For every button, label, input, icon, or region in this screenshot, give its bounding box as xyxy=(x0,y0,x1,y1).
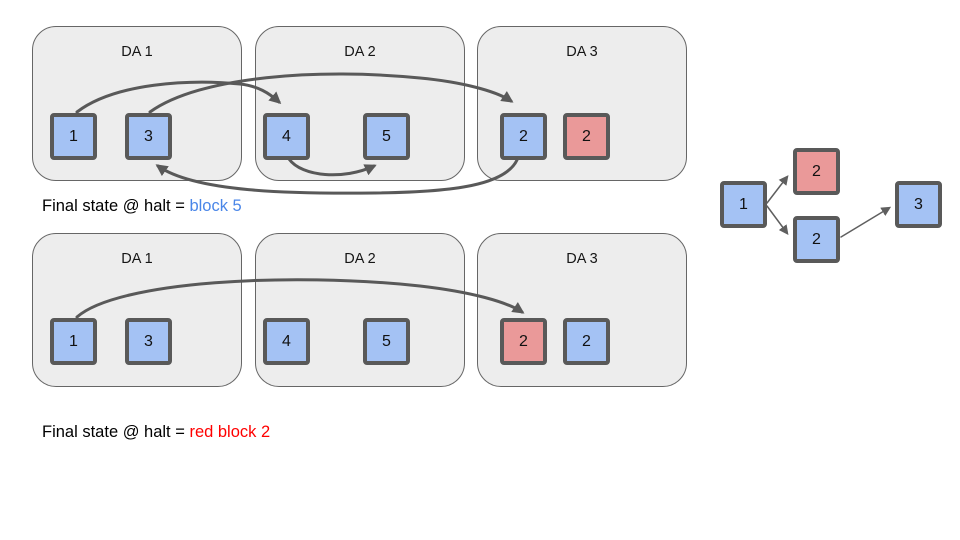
final-state-caption-row2: Final state @ halt = red block 2 xyxy=(42,423,270,442)
block-label: 3 xyxy=(914,196,923,213)
block-row2-da3-2-red: 2 xyxy=(500,318,547,365)
block-label: 2 xyxy=(812,163,821,180)
dag-node-2-blue: 2 xyxy=(793,216,840,263)
da-title: DA 3 xyxy=(566,44,598,60)
dag-node-3: 3 xyxy=(895,181,942,228)
block-label: 2 xyxy=(519,333,528,350)
block-label: 2 xyxy=(582,128,591,145)
da-title: DA 2 xyxy=(344,251,376,267)
block-label: 4 xyxy=(282,128,291,145)
block-label: 1 xyxy=(69,333,78,350)
block-label: 3 xyxy=(144,333,153,350)
block-label: 5 xyxy=(382,333,391,350)
block-label: 3 xyxy=(144,128,153,145)
block-label: 1 xyxy=(739,196,748,213)
da-title: DA 1 xyxy=(121,44,153,60)
block-row1-da2-5: 5 xyxy=(363,113,410,160)
block-row2-da1-3: 3 xyxy=(125,318,172,365)
block-label: 5 xyxy=(382,128,391,145)
block-label: 2 xyxy=(582,333,591,350)
da-title: DA 2 xyxy=(344,44,376,60)
block-row1-da2-4: 4 xyxy=(263,113,310,160)
block-label: 4 xyxy=(282,333,291,350)
block-row2-da2-4: 4 xyxy=(263,318,310,365)
caption-prefix: Final state @ halt = xyxy=(42,423,190,441)
block-row2-da2-5: 5 xyxy=(363,318,410,365)
da-title: DA 1 xyxy=(121,251,153,267)
caption-value: block 5 xyxy=(189,197,242,215)
block-row1-da1-3: 3 xyxy=(125,113,172,160)
arrow-dag-2blue-to-3 xyxy=(840,206,892,238)
final-state-caption-row1: Final state @ halt = block 5 xyxy=(42,197,242,216)
caption-prefix: Final state @ halt = xyxy=(42,197,190,215)
block-row1-da3-2-blue: 2 xyxy=(500,113,547,160)
caption-value: red block 2 xyxy=(189,423,271,441)
arrow-dag-1-to-2red xyxy=(766,175,789,204)
dag-node-1: 1 xyxy=(720,181,767,228)
block-row1-da3-2-red: 2 xyxy=(563,113,610,160)
dag-node-2-red: 2 xyxy=(793,148,840,195)
da-title: DA 3 xyxy=(566,251,598,267)
block-row2-da1-1: 1 xyxy=(50,318,97,365)
block-label: 2 xyxy=(519,128,528,145)
block-label: 2 xyxy=(812,231,821,248)
block-row2-da3-2-blue: 2 xyxy=(563,318,610,365)
arrow-dag-1-to-2blue xyxy=(766,205,789,235)
block-label: 1 xyxy=(69,128,78,145)
block-row1-da1-1: 1 xyxy=(50,113,97,160)
